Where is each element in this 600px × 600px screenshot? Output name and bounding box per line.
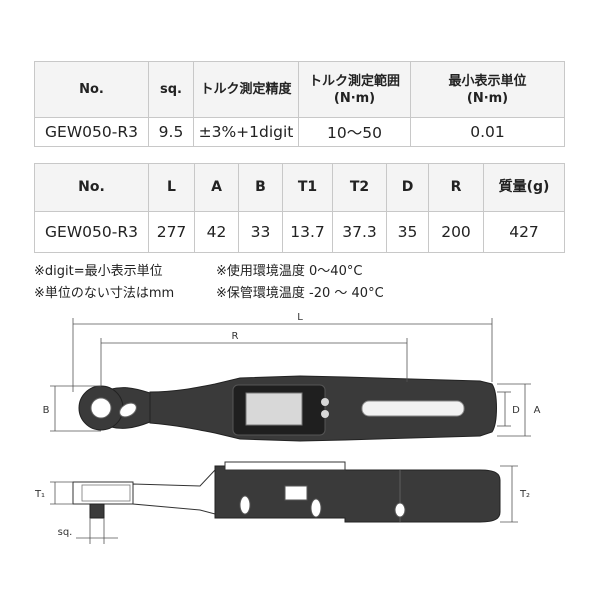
wrench-side-view xyxy=(72,461,501,523)
header-range-unit: (N·m) xyxy=(333,90,376,106)
side-display xyxy=(224,461,346,471)
label-d: D xyxy=(512,405,520,416)
header-min-unit-label: 最小表示単位 xyxy=(448,73,527,89)
header-accuracy: トルク測定精度 xyxy=(193,61,299,118)
side-grip-dimple xyxy=(239,495,251,515)
note-unit: ※単位のない寸法はmm xyxy=(34,286,175,301)
header-b: B xyxy=(238,163,283,212)
header-sq: sq. xyxy=(148,61,194,118)
side-neck xyxy=(132,468,216,515)
lcd-screen xyxy=(245,392,303,426)
cell-accuracy: ±3%+1digit xyxy=(193,117,299,147)
dimension-b xyxy=(50,385,101,432)
dimension-sq xyxy=(76,518,118,544)
cell-t2: 37.3 xyxy=(332,211,387,253)
cell-d: 35 xyxy=(386,211,429,253)
button-icon xyxy=(321,398,329,406)
header-no: No. xyxy=(34,163,149,212)
spec-table-2: No. L A B T1 T2 D R 質量(g) GEW050-R3 277 … xyxy=(34,163,565,253)
header-d: D xyxy=(386,163,429,212)
side-button-icon xyxy=(284,485,308,501)
label-sq: sq. xyxy=(58,527,73,538)
wrench-dimension-diagram: L R B D A xyxy=(34,312,541,544)
header-t2: T2 xyxy=(332,163,387,212)
note-storage-temp: ※保管環境温度 -20 ～ 40°C xyxy=(216,286,384,301)
note-digit: ※digit=最小表示単位 xyxy=(34,264,163,279)
header-range-label: トルク測定範囲 xyxy=(308,73,400,89)
header-r: R xyxy=(428,163,484,212)
dimension-l xyxy=(72,318,493,392)
grip-slot xyxy=(361,400,465,417)
spec-table-1: No. sq. トルク測定精度 トルク測定範囲 (N·m) 最小表示単位 (N·… xyxy=(34,61,565,147)
cell-b: 33 xyxy=(238,211,283,253)
cell-model: GEW050-R3 xyxy=(34,117,149,147)
side-body xyxy=(214,465,501,523)
label-l: L xyxy=(297,312,303,323)
button-icon xyxy=(321,410,329,418)
square-drive-icon xyxy=(90,397,112,419)
cell-range: 10～50 xyxy=(298,117,411,147)
label-t2: T₂ xyxy=(519,489,530,500)
header-min-unit-unit: (N·m) xyxy=(466,90,509,106)
cell-min-unit: 0.01 xyxy=(410,117,565,147)
cell-t1: 13.7 xyxy=(282,211,333,253)
header-no: No. xyxy=(34,61,149,118)
cell-mass: 427 xyxy=(483,211,565,253)
header-l: L xyxy=(148,163,195,212)
side-grip-dimple xyxy=(310,498,322,518)
header-min-unit: 最小表示単位 (N·m) xyxy=(410,61,565,118)
label-a: A xyxy=(534,405,541,416)
dimension-r xyxy=(100,338,408,386)
cell-a: 42 xyxy=(194,211,239,253)
cell-sq: 9.5 xyxy=(148,117,194,147)
cell-r: 200 xyxy=(428,211,484,253)
side-grip-dimple xyxy=(394,502,406,518)
dimension-d xyxy=(497,391,511,427)
label-r: R xyxy=(232,331,239,342)
header-range: トルク測定範囲 (N·m) xyxy=(298,61,411,118)
header-t1: T1 xyxy=(282,163,333,212)
reverse-lever-icon xyxy=(119,402,137,418)
dimension-t2 xyxy=(500,465,518,523)
cell-l: 277 xyxy=(148,211,195,253)
note-operating-temp: ※使用環境温度 0～40°C xyxy=(216,264,363,279)
header-a: A xyxy=(194,163,239,212)
label-b: B xyxy=(43,405,50,416)
header-mass: 質量(g) xyxy=(483,163,565,212)
dimension-t1 xyxy=(50,481,73,505)
wrench-top-view xyxy=(78,375,497,442)
cell-model: GEW050-R3 xyxy=(34,211,149,253)
dimension-a xyxy=(497,383,531,437)
side-square-drive xyxy=(89,503,105,519)
label-t1: T₁ xyxy=(34,489,45,500)
